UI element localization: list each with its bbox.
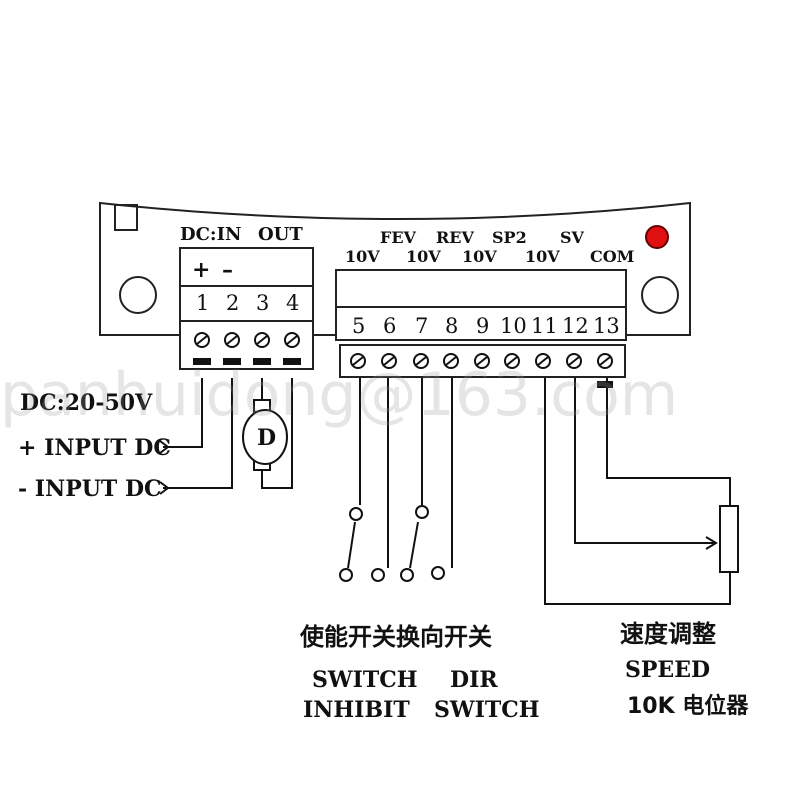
voltage-label-3: 10V (462, 247, 497, 266)
potentiometer-icon (719, 505, 739, 573)
terminal-screw-icon (474, 353, 490, 369)
terminal-screw-icon (284, 332, 300, 348)
voltage-range-label: DC:20-50V (20, 390, 153, 416)
input-dc-minus-label: - INPUT DC (18, 476, 162, 502)
power-input-wiring (159, 378, 233, 495)
terminal-screw-icon (413, 353, 429, 369)
mounting-hole-left (119, 276, 157, 314)
terminal-number: 7 (415, 314, 428, 338)
terminal-number: 6 (383, 314, 396, 338)
terminal-number: 12 (562, 314, 589, 338)
top-label-fev: FEV (380, 228, 417, 247)
com-clamp (597, 381, 613, 388)
out-label: OUT (258, 224, 303, 245)
terminal-screw-icon (350, 353, 366, 369)
controller-board (99, 201, 691, 336)
voltage-label-4: 10V (525, 247, 560, 266)
right-terminal-block (335, 269, 627, 378)
pot-label: 10K 电位器 (627, 693, 749, 719)
motor-icon (242, 409, 288, 465)
dc-in-label: DC:IN (180, 224, 241, 245)
mounting-hole-right (641, 276, 679, 314)
watermark: panhuidong@163.com (0, 360, 678, 430)
terminal-screw-icon (597, 353, 613, 369)
terminal-screw-icon (254, 332, 270, 348)
terminal-number: 4 (286, 291, 299, 315)
voltage-label-com: COM (590, 247, 634, 266)
terminal-number: 9 (476, 314, 489, 338)
speed-pot-wiring (544, 378, 731, 605)
power-led (645, 225, 669, 249)
terminal-clamp (223, 358, 241, 365)
terminal-number: 10 (500, 314, 527, 338)
terminal-number: 1 (196, 291, 209, 315)
terminal-clamp (283, 358, 301, 365)
speed-label: SPEED (625, 657, 710, 683)
terminal-screw-icon (224, 332, 240, 348)
top-label-sv: SV (560, 228, 585, 247)
switch-chinese-label: 使能开关换向开关 (299, 623, 492, 651)
terminal-number: 5 (352, 314, 365, 338)
switch-label: SWITCH (312, 667, 418, 693)
terminal-screw-icon (535, 353, 551, 369)
speed-chinese-label: 速度调整 (620, 620, 716, 648)
terminal-number: 13 (593, 314, 620, 338)
minus-marker: – (222, 257, 233, 283)
dir-switch-label: SWITCH (434, 697, 540, 723)
top-label-sp2: SP2 (492, 228, 527, 247)
terminal-screw-icon (504, 353, 520, 369)
terminal-screw-icon (566, 353, 582, 369)
terminal-clamp (193, 358, 211, 365)
terminal-clamp (253, 358, 271, 365)
inhibit-label: INHIBIT (303, 697, 410, 723)
terminal-screw-icon (443, 353, 459, 369)
terminal-number: 8 (445, 314, 458, 338)
switch-contacts (339, 505, 445, 582)
input-dc-plus-label: + INPUT DC (18, 435, 171, 461)
terminal-number: 3 (256, 291, 269, 315)
plus-marker: + (192, 257, 210, 283)
terminal-screw-icon (381, 353, 397, 369)
dir-label: DIR (450, 667, 498, 693)
voltage-label-2: 10V (406, 247, 441, 266)
top-label-rev: REV (436, 228, 474, 247)
voltage-label-1: 10V (345, 247, 380, 266)
motor-label: D (257, 425, 276, 451)
board-notch (114, 204, 138, 231)
switch-wiring (347, 378, 453, 569)
terminal-number: 2 (226, 291, 239, 315)
terminal-screw-icon (194, 332, 210, 348)
terminal-number: 11 (531, 314, 558, 338)
